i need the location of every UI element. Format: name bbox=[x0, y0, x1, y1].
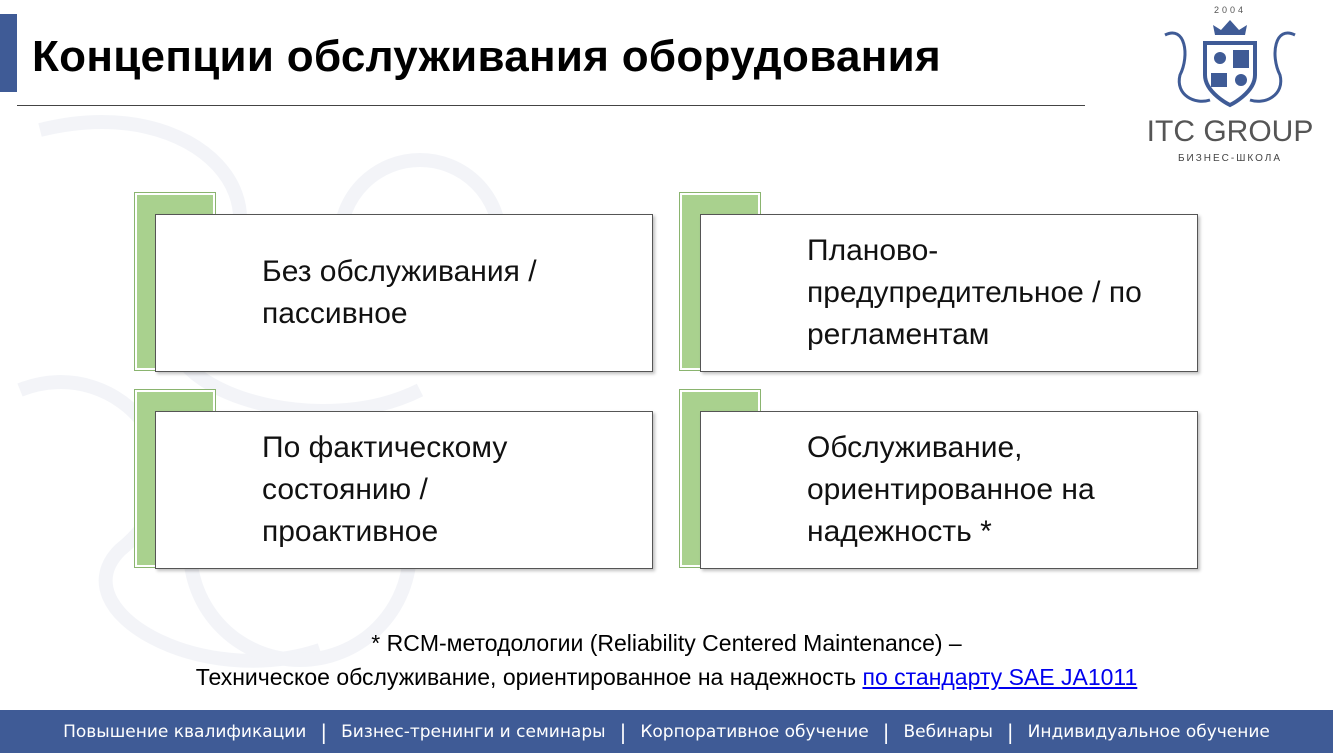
card-text: По фактическому состоянию / проактивное bbox=[155, 411, 653, 569]
watermark-ornament bbox=[17, 115, 507, 668]
card-text: Без обслуживания / пассивное bbox=[155, 214, 653, 372]
title-accent-bar bbox=[0, 14, 17, 92]
page-title: Концепции обслуживания оборудования bbox=[32, 32, 941, 81]
footer-item[interactable]: Бизнес-тренинги и семинары bbox=[341, 721, 606, 742]
footer-item[interactable]: Индивидуальное обучение bbox=[1027, 721, 1270, 742]
footer-item[interactable]: Вебинары bbox=[903, 721, 993, 742]
footer-separator: | bbox=[320, 719, 328, 744]
footer-separator: | bbox=[1006, 719, 1014, 744]
footer-separator: | bbox=[619, 719, 627, 744]
logo-subtitle: БИЗНЕС-ШКОЛА bbox=[1177, 153, 1282, 164]
footnote-line2: Техническое обслуживание, ориентированно… bbox=[0, 664, 1333, 691]
card-text: Планово-предупредительное / по регламент… bbox=[700, 214, 1198, 372]
logo-brand: ITC GROUP bbox=[1146, 115, 1314, 148]
footnote-text: Техническое обслуживание, ориентированно… bbox=[195, 664, 863, 690]
standard-link[interactable]: по стандарту SAE JA1011 bbox=[862, 664, 1138, 690]
card-text: Обслуживание, ориентированное на надежно… bbox=[700, 411, 1198, 569]
itc-group-logo: 2004 ITC GROUP БИЗНЕС-ШКОЛА bbox=[1135, 5, 1325, 165]
footer-item[interactable]: Корпоративное обучение bbox=[640, 721, 869, 742]
crest-icon bbox=[1164, 20, 1296, 108]
logo-year: 2004 bbox=[1213, 5, 1247, 15]
footer-separator: | bbox=[882, 719, 890, 744]
footer-bar: Повышение квалификации | Бизнес-тренинги … bbox=[0, 710, 1333, 753]
footnote-line1: * RCM-методологии (Reliability Centered … bbox=[371, 630, 962, 656]
footer-item[interactable]: Повышение квалификации bbox=[63, 721, 307, 742]
title-divider bbox=[17, 105, 1085, 106]
